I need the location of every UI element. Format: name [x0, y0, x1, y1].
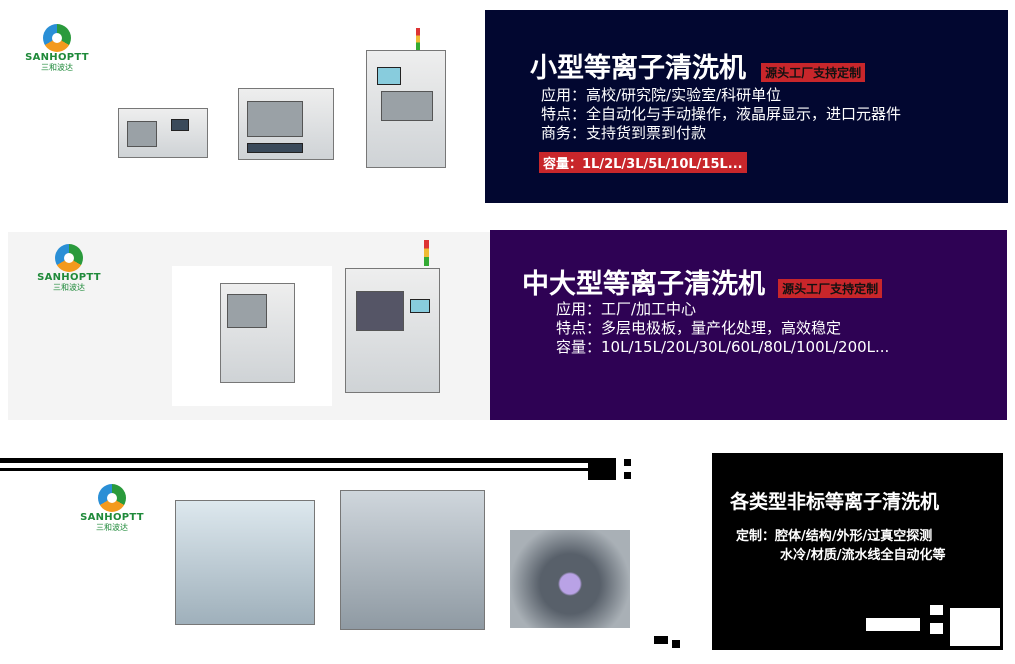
custom-cleaner-panel: 各类型非标等离子清洗机 定制：腔体/结构/外形/过真空探测 水冷/材质/流水线全…	[712, 453, 1003, 650]
logo-text-cn: 三和波达	[41, 63, 73, 72]
factory-tag: 源头工厂支持定制	[778, 279, 883, 298]
application-line: 应用：工厂/加工中心	[556, 300, 697, 318]
brand-logo: SANHOPTT 三和波达	[25, 24, 89, 72]
custom-line: 定制：腔体/结构/外形/过真空探测	[736, 529, 933, 544]
capacity-badge: 容量：1L/2L/3L/5L/10L/15L...	[539, 152, 747, 173]
large-cleaner-panel: 中大型等离子清洗机 源头工厂支持定制 应用：工厂/加工中心 特点：多层电极板，量…	[490, 230, 1007, 420]
logo-icon	[98, 484, 126, 512]
custom-line: 水冷/材质/流水线全自动化等	[780, 548, 946, 563]
feature-line: 特点：多层电极板，量产化处理，高效稳定	[556, 319, 842, 337]
logo-text: SANHOPTT	[37, 272, 101, 283]
brand-logo: SANHOPTT 三和波达	[37, 244, 101, 292]
application-line: 应用：高校/研究院/实验室/科研单位	[541, 86, 782, 104]
small-title: 小型等离子清洗机	[530, 53, 746, 84]
logo-text: SANHOPTT	[25, 52, 89, 63]
logo-text-cn: 三和波达	[96, 523, 128, 532]
small-cleaner-panel: 小型等离子清洗机 源头工厂支持定制 应用：高校/研究院/实验室/科研单位 特点：…	[485, 10, 1008, 203]
chamber-closeup-image	[510, 530, 630, 628]
large-title: 中大型等离子清洗机	[522, 269, 765, 300]
multi-chamber-image	[340, 490, 485, 630]
logo-icon	[43, 24, 71, 52]
logo-icon	[55, 244, 83, 272]
capacity-line: 容量：10L/15L/20L/30L/60L/80L/100L/200L...	[556, 338, 890, 356]
business-line: 商务：支持货到票到付款	[541, 124, 707, 142]
factory-tag: 源头工厂支持定制	[761, 63, 866, 82]
brand-logo: SANHOPTT 三和波达	[72, 484, 152, 532]
logo-text: SANHOPTT	[80, 512, 144, 523]
feature-line: 特点：全自动化与手动操作，液晶屏显示，进口元器件	[541, 105, 902, 123]
custom-title: 各类型非标等离子清洗机	[730, 491, 940, 513]
automation-line-image	[175, 500, 315, 625]
logo-text-cn: 三和波达	[53, 283, 85, 292]
